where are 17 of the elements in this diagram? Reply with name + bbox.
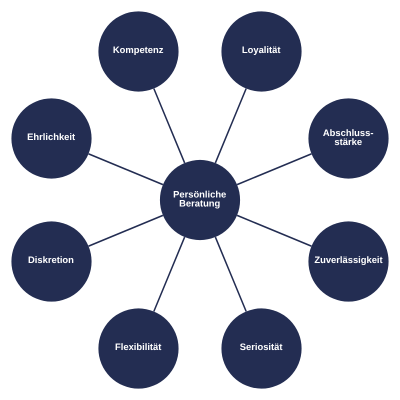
- node-circle: Flexibilität: [98, 308, 179, 389]
- node-circle: Ehrlichkeit: [11, 98, 92, 179]
- connector: [88, 153, 164, 186]
- connector: [236, 153, 312, 186]
- connector: [214, 236, 247, 312]
- node-circle: Abschluss- stärke: [308, 98, 389, 179]
- connector: [88, 214, 164, 247]
- node-circle: Kompetenz: [98, 11, 179, 92]
- connector: [153, 236, 186, 312]
- node-circle: Persönliche Beratung: [160, 160, 240, 240]
- connector: [153, 88, 186, 164]
- connector: [236, 214, 312, 247]
- connector: [214, 88, 247, 164]
- node-circle: Loyalität: [221, 11, 302, 92]
- node-circle: Seriosität: [221, 308, 302, 389]
- node-circle: Diskretion: [11, 221, 92, 302]
- node-circle: Zuverlässigkeit: [308, 221, 389, 302]
